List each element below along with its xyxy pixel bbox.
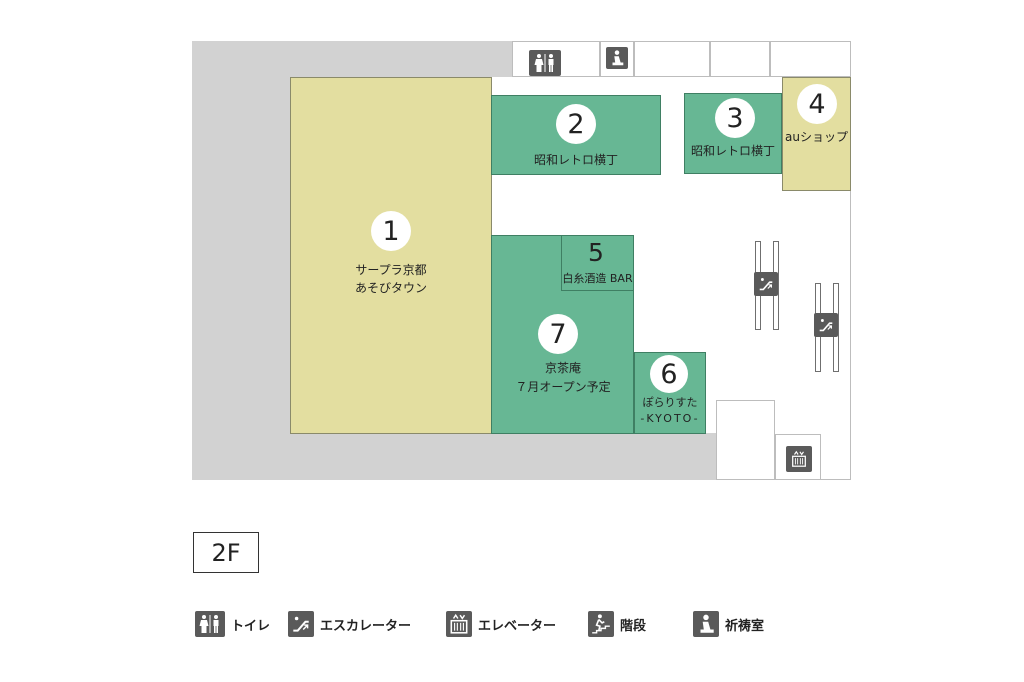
legend-escalator: エスカレーター [288, 611, 411, 637]
store-6-name: ぽらりすた [642, 396, 698, 409]
toilet-icon [195, 611, 225, 637]
store-5[interactable]: 5 白糸酒造 BAR [561, 235, 634, 291]
elevator-icon [446, 611, 472, 637]
store-3[interactable]: 3 昭和レトロ横丁 [684, 93, 782, 174]
legend-stairs: 階段 [588, 611, 646, 637]
prayer-room-icon [693, 611, 719, 637]
store-3-number: 3 [715, 98, 755, 138]
store-1[interactable]: 1 サープラ京都 あそびタウン [290, 77, 492, 434]
store-2-number: 2 [556, 104, 596, 144]
store-4-number: 4 [797, 84, 837, 124]
elevator-icon[interactable] [786, 446, 812, 472]
corridor-bottom [192, 433, 716, 480]
floor-label: 2F [193, 532, 259, 573]
top-room-b [710, 41, 770, 77]
store-3-name: 昭和レトロ横丁 [690, 144, 775, 158]
store-7-name-2: ７月オープン予定 [515, 380, 611, 394]
toilet-icon[interactable] [529, 50, 561, 76]
store-7-number: 7 [538, 314, 578, 354]
store-2-name: 昭和レトロ横丁 [533, 153, 618, 167]
store-4-name: auショップ [785, 130, 848, 144]
legend-label: エスカレーター [320, 618, 412, 634]
stairs-icon [588, 611, 614, 637]
legend-label: 祈祷室 [725, 618, 765, 634]
store-5-number: 5 [588, 237, 604, 267]
legend-elevator: エレベーター [446, 611, 556, 637]
store-2[interactable]: 2 昭和レトロ横丁 [491, 95, 661, 175]
store-6[interactable]: 6 ぽらりすた -KYOTO- [634, 352, 706, 434]
legend-toilet: トイレ [195, 611, 270, 637]
corridor-left [192, 41, 290, 480]
escalator-icon[interactable] [814, 313, 838, 337]
service-room [716, 400, 775, 480]
store-7-name: 京茶庵 [544, 361, 581, 375]
top-room-c [770, 41, 851, 77]
store-1-number: 1 [371, 211, 411, 251]
store-6-number: 6 [650, 355, 688, 393]
prayer-room-icon[interactable] [606, 47, 628, 69]
store-1-name: サープラ京都 [355, 263, 427, 277]
legend-label: トイレ [231, 618, 271, 634]
store-5-name: 白糸酒造 BAR [562, 272, 633, 285]
escalator-icon[interactable] [754, 272, 778, 296]
store-4[interactable]: 4 auショップ [782, 77, 851, 191]
escalator-icon [288, 611, 314, 637]
store-6-name-2: -KYOTO- [640, 412, 700, 425]
top-room-a [634, 41, 710, 77]
store-1-name-2: あそびタウン [354, 281, 427, 295]
legend-prayer-room: 祈祷室 [693, 611, 764, 637]
legend-label: エレベーター [478, 618, 557, 634]
legend-label: 階段 [620, 618, 647, 634]
